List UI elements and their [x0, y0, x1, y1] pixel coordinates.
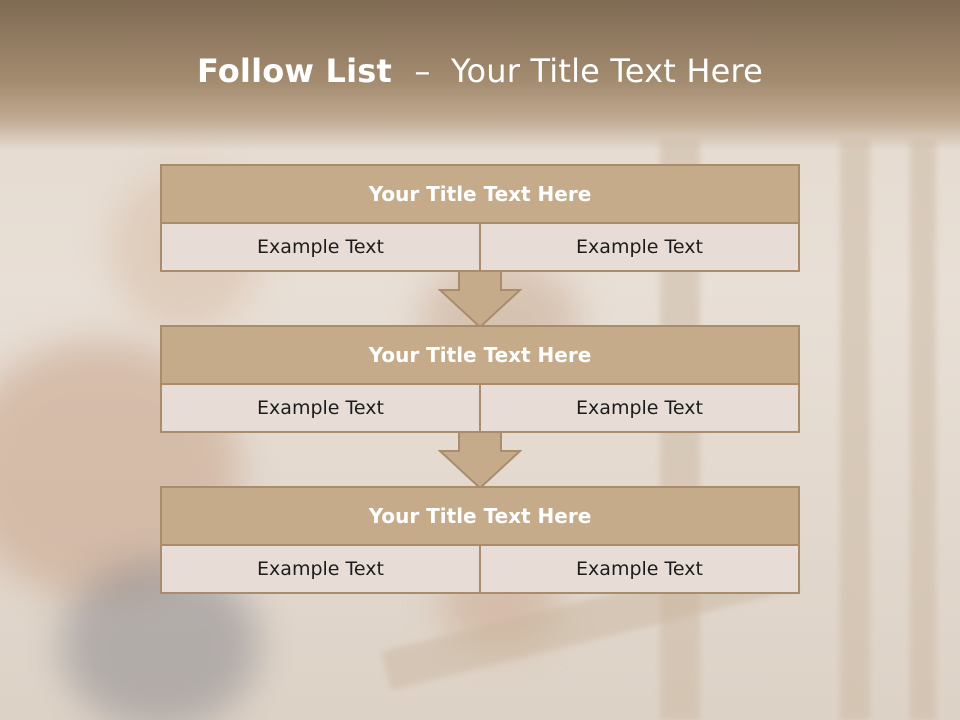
block-title: Your Title Text Here	[162, 166, 798, 224]
title-bold-part: Follow List	[196, 52, 393, 90]
title-separator: –	[414, 52, 431, 90]
block-cell-left: Example Text	[162, 224, 479, 270]
down-arrow-icon	[438, 431, 522, 489]
block-row: Example Text Example Text	[162, 224, 798, 270]
list-block-2: Your Title Text Here Example Text Exampl…	[160, 325, 800, 433]
down-arrow-icon	[438, 270, 522, 328]
slide-title: Follow List – Your Title Text Here	[0, 52, 960, 90]
block-title: Your Title Text Here	[162, 488, 798, 546]
title-rest-part: Your Title Text Here	[451, 52, 764, 90]
block-cell-left: Example Text	[162, 385, 479, 431]
block-title: Your Title Text Here	[162, 327, 798, 385]
block-cell-right: Example Text	[479, 385, 798, 431]
block-cell-right: Example Text	[479, 546, 798, 592]
list-block-3: Your Title Text Here Example Text Exampl…	[160, 486, 800, 594]
block-cell-right: Example Text	[479, 224, 798, 270]
list-block-1: Your Title Text Here Example Text Exampl…	[160, 164, 800, 272]
block-row: Example Text Example Text	[162, 546, 798, 592]
block-row: Example Text Example Text	[162, 385, 798, 431]
title-band	[0, 0, 960, 150]
block-cell-left: Example Text	[162, 546, 479, 592]
